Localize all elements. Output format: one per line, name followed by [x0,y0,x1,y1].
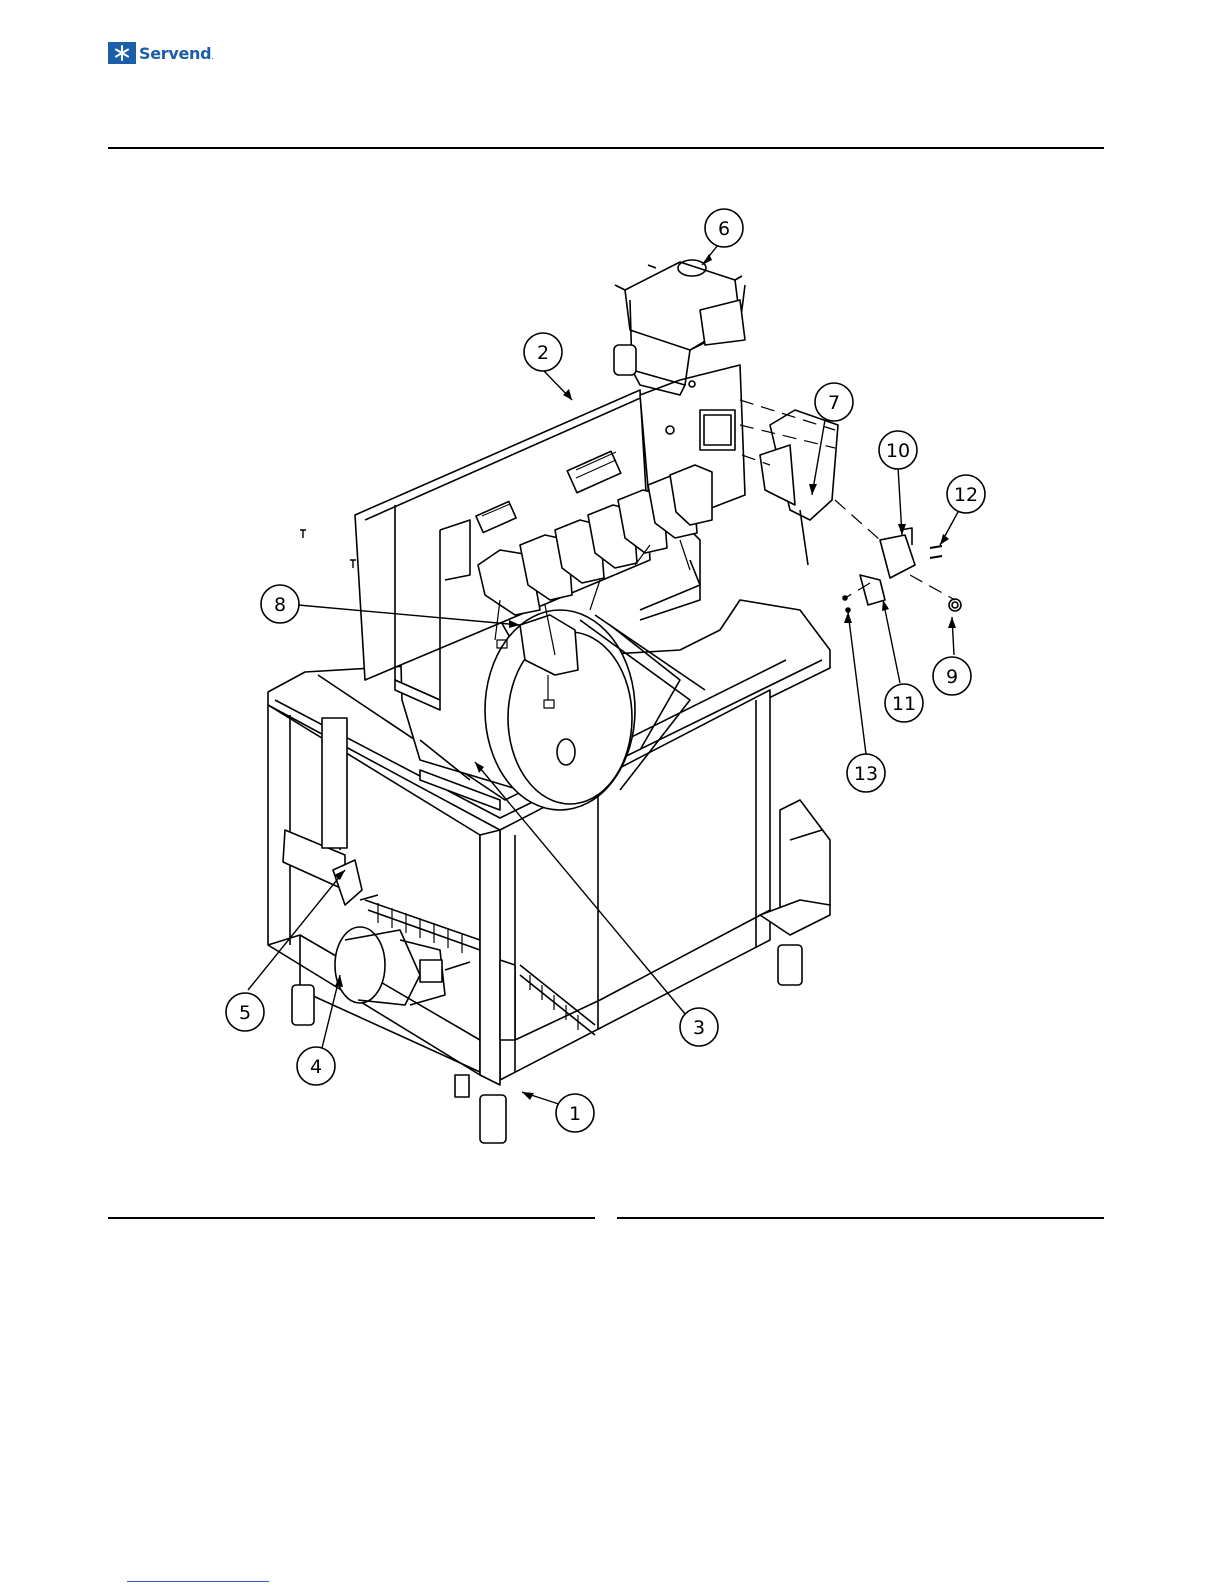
callout-1-label: 1 [569,1103,581,1125]
callout-6-label: 6 [718,218,730,240]
callout-3-label: 3 [693,1017,705,1039]
callout-10-label: 10 [886,440,910,462]
machine-drawing [268,260,961,1143]
callout-4: 4 [297,1047,335,1085]
callout-4-label: 4 [310,1056,322,1078]
callout-8-label: 8 [274,594,286,616]
callout-13-label: 13 [854,763,878,785]
callout-10: 10 [879,431,917,469]
callout-9: 9 [933,657,971,695]
callout-13: 13 [847,754,885,792]
callout-2: 2 [524,333,562,371]
callout-2-label: 2 [537,342,549,364]
callout-11: 11 [885,684,923,722]
callout-12: 12 [947,475,985,513]
callout-7-label: 7 [828,392,840,414]
callout-7: 7 [815,383,853,421]
callout-3: 3 [680,1008,718,1046]
callout-11-label: 11 [892,693,916,715]
callout-12-label: 12 [954,484,978,506]
callout-5: 5 [226,993,264,1031]
callout-9-label: 9 [946,666,958,688]
callout-8: 8 [261,585,299,623]
callout-1: 1 [556,1094,594,1132]
callout-5-label: 5 [239,1002,251,1024]
callout-6: 6 [705,209,743,247]
